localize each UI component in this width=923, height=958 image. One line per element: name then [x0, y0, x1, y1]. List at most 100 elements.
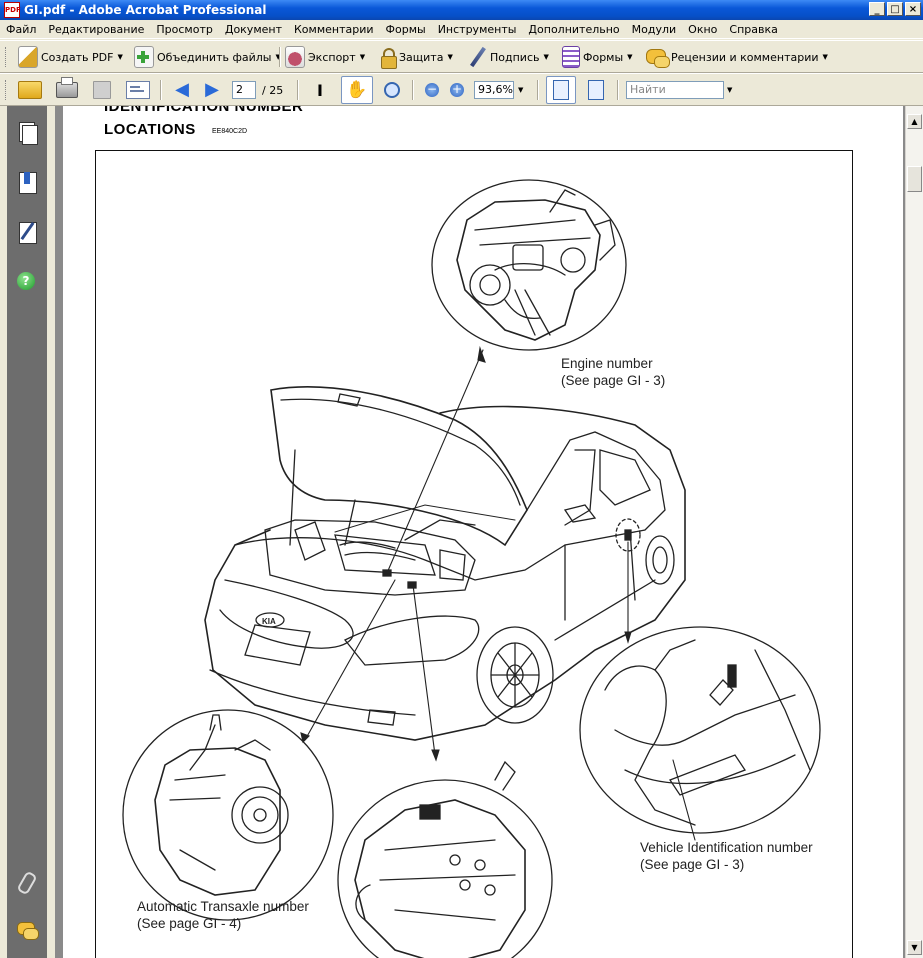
- minimize-button[interactable]: _: [869, 2, 885, 16]
- toolbar-separator: [537, 80, 539, 100]
- zoom-level-input[interactable]: 93,6%: [474, 81, 514, 99]
- minus-circle-icon: −: [425, 82, 439, 97]
- create-pdf-icon: [18, 46, 38, 68]
- sign-button[interactable]: Подпись▼: [467, 45, 549, 69]
- automatic-transaxle-ref: (See page GI - 4): [137, 916, 242, 931]
- vin-detail-circle: [579, 626, 821, 834]
- export-icon: [285, 46, 305, 68]
- engine-number-label: Engine number: [561, 356, 653, 371]
- zoom-dropdown-icon[interactable]: ▼: [518, 86, 524, 94]
- toolbar-separator: [297, 80, 299, 100]
- engine-number-ref: (See page GI - 3): [561, 373, 666, 388]
- automatic-transaxle-label: Automatic Transaxle number: [137, 899, 309, 914]
- vin-label: Vehicle Identification number: [640, 840, 813, 855]
- menu-advanced[interactable]: Дополнительно: [528, 22, 620, 36]
- forms-icon: [562, 46, 580, 68]
- menu-window[interactable]: Окно: [688, 22, 718, 36]
- page-number-input[interactable]: 2: [232, 81, 256, 99]
- previous-page-button[interactable]: ◀: [170, 78, 194, 102]
- chevron-down-icon: ▼: [275, 53, 280, 61]
- chevron-down-icon: ▼: [822, 53, 828, 61]
- menu-plugins[interactable]: Модули: [631, 22, 677, 36]
- manual-transaxle-detail-circle: [337, 760, 553, 958]
- chevron-down-icon: ▼: [447, 53, 453, 61]
- document-view[interactable]: IDENTIFICATION NUMBER LOCATIONS EE840C2D: [55, 106, 905, 958]
- leader-lines: [300, 345, 696, 841]
- menu-document[interactable]: Документ: [224, 22, 282, 36]
- protect-button[interactable]: Защита▼: [380, 45, 453, 69]
- create-pdf-label: Создать PDF: [41, 50, 114, 64]
- next-page-button[interactable]: ▶: [200, 78, 224, 102]
- printer-icon: [56, 77, 78, 98]
- vertical-scrollbar[interactable]: ▲ ▼: [905, 106, 923, 958]
- arrow-right-icon: ▶: [205, 79, 219, 100]
- menu-tools[interactable]: Инструменты: [437, 22, 517, 36]
- bookmarks-icon[interactable]: [17, 172, 37, 194]
- open-hood: [270, 386, 528, 547]
- kia-badge: KIA: [262, 617, 276, 626]
- fit-width-button[interactable]: [546, 76, 576, 104]
- zoom-out-button[interactable]: −: [420, 78, 444, 102]
- protect-label: Защита: [399, 50, 444, 64]
- signatures-icon[interactable]: [17, 221, 37, 244]
- menu-help[interactable]: Справка: [729, 22, 778, 36]
- export-button[interactable]: Экспорт▼: [285, 45, 365, 69]
- vin-caption: Vehicle Identification number (See page …: [640, 839, 813, 873]
- forms-label: Формы: [583, 50, 624, 64]
- page-heading-cut: IDENTIFICATION NUMBER: [104, 106, 304, 115]
- create-pdf-button[interactable]: Создать PDF▼: [18, 45, 123, 69]
- email-button[interactable]: [126, 78, 150, 102]
- menu-file[interactable]: Файл: [6, 22, 37, 36]
- menu-edit[interactable]: Редактирование: [48, 22, 145, 36]
- toolbar-grip[interactable]: [5, 80, 9, 100]
- chevron-down-icon: ▼: [627, 53, 633, 61]
- menu-view[interactable]: Просмотр: [156, 22, 213, 36]
- fit-page-button[interactable]: [584, 78, 608, 102]
- search-dropdown-icon[interactable]: ▼: [727, 86, 733, 94]
- text-cursor-icon: I: [317, 80, 323, 100]
- vin-ref: (See page GI - 3): [640, 857, 745, 872]
- vehicle-illustration: KIA: [95, 150, 853, 958]
- page-heading: LOCATIONS: [104, 121, 196, 138]
- combine-files-button[interactable]: Объединить файлы▼: [134, 45, 281, 69]
- magnifier-icon: [384, 82, 400, 98]
- scroll-up-button[interactable]: ▲: [907, 114, 922, 129]
- forms-button[interactable]: Формы▼: [562, 45, 633, 69]
- scroll-thumb[interactable]: [907, 166, 922, 192]
- open-button[interactable]: [18, 78, 42, 102]
- pages-icon[interactable]: [17, 122, 38, 145]
- print-button[interactable]: [55, 77, 79, 102]
- zoom-in-button[interactable]: +: [445, 78, 469, 102]
- combine-files-label: Объединить файлы: [157, 50, 272, 64]
- pen-icon: [467, 46, 487, 68]
- chevron-down-icon: ▼: [117, 53, 123, 61]
- automatic-transaxle-caption: Automatic Transaxle number (See page GI …: [137, 898, 309, 932]
- hand-icon: ✋: [346, 80, 368, 100]
- comments-icon[interactable]: [17, 920, 39, 942]
- folder-icon: [18, 81, 42, 99]
- close-button[interactable]: ×: [905, 2, 921, 16]
- engine-number-caption: Engine number (See page GI - 3): [561, 355, 665, 389]
- hand-tool-button[interactable]: ✋: [341, 76, 373, 104]
- select-tool-button[interactable]: I: [308, 78, 332, 102]
- attachments-icon[interactable]: [16, 870, 38, 896]
- review-comment-button[interactable]: Рецензии и комментарии▼: [646, 45, 828, 69]
- search-input[interactable]: Найти: [626, 81, 724, 99]
- comment-bubble-icon: [646, 47, 670, 68]
- car-body: KIA: [204, 405, 686, 741]
- window-title: GI.pdf - Adobe Acrobat Professional: [24, 3, 267, 17]
- tasks-toolbar: Создать PDF▼ Объединить файлы▼ Экспорт▼ …: [0, 40, 923, 73]
- save-button[interactable]: [90, 78, 114, 102]
- zoom-tool-button[interactable]: [380, 78, 404, 102]
- plus-circle-icon: +: [450, 82, 464, 97]
- toolbar-grip[interactable]: [5, 47, 9, 67]
- maximize-button[interactable]: □: [887, 2, 903, 16]
- scroll-down-button[interactable]: ▼: [907, 940, 922, 955]
- toolbar-separator: [412, 80, 414, 100]
- arrow-left-icon: ◀: [175, 79, 189, 100]
- help-icon[interactable]: ?: [17, 272, 37, 294]
- pdf-app-icon: PDF: [4, 2, 21, 18]
- menu-comments[interactable]: Комментарии: [294, 22, 374, 36]
- menu-forms[interactable]: Формы: [385, 22, 426, 36]
- mail-icon: [126, 81, 150, 99]
